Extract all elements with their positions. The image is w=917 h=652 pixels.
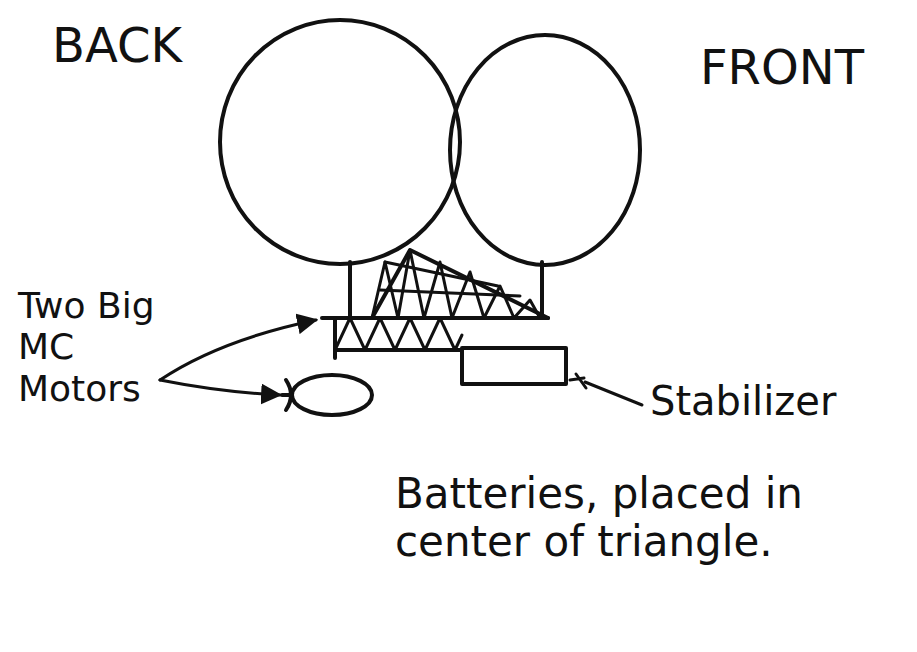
part-label: Two Big MC Motors xyxy=(18,285,158,409)
truss-chord xyxy=(322,316,548,320)
truss-post xyxy=(333,318,337,358)
truss-chord xyxy=(335,348,462,352)
part-label: Stabilizer xyxy=(650,378,900,424)
view-label: FRONT xyxy=(700,40,900,95)
truss-web xyxy=(372,250,540,318)
note: Batteries, placed in center of triangle. xyxy=(395,470,865,567)
leader-mark xyxy=(570,374,586,388)
leader-line xyxy=(585,382,642,405)
front-balloon xyxy=(450,35,640,265)
leader-line xyxy=(160,380,280,395)
stabilizer-box xyxy=(462,348,566,384)
propeller xyxy=(282,380,292,410)
truss-top xyxy=(372,250,548,318)
truss-web xyxy=(335,318,462,350)
back-balloon xyxy=(220,20,460,264)
back-tether xyxy=(348,262,352,318)
front-tether xyxy=(540,262,544,318)
view-label: BACK xyxy=(52,18,252,73)
truss-web xyxy=(380,262,520,296)
motor xyxy=(292,375,372,415)
leader-line xyxy=(160,320,316,380)
